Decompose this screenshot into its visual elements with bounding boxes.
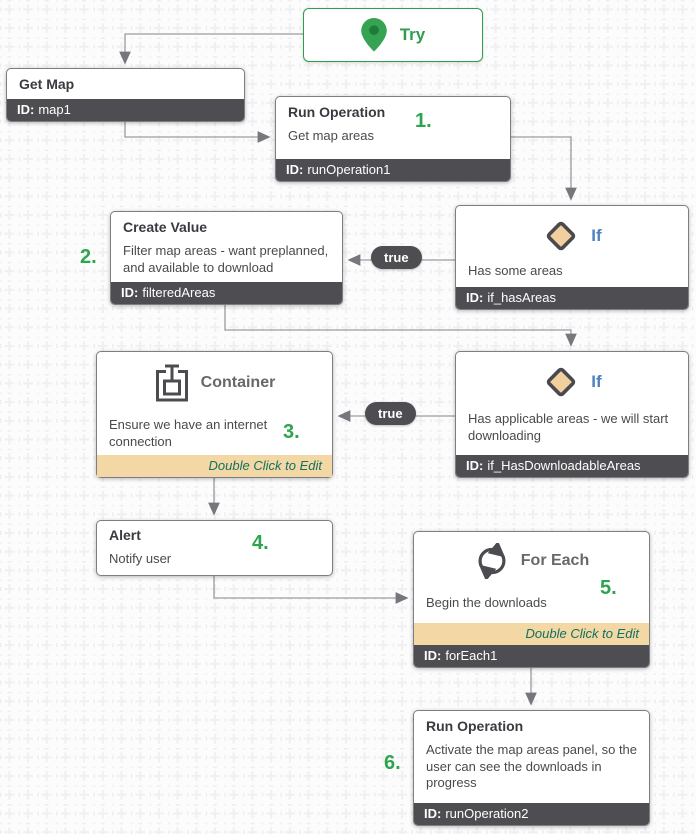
step-number-2: 2. [80, 246, 97, 268]
node-description: Has applicable areas - we will start dow… [468, 411, 669, 443]
step-number-6: 6. [384, 752, 401, 774]
id-value: runOperation1 [307, 162, 391, 177]
edge-alert-foreach [213, 576, 409, 604]
container-icon [154, 363, 190, 403]
node-create-value[interactable]: Create Value Filter map areas - want pre… [110, 211, 343, 305]
id-prefix: ID: [466, 458, 484, 473]
id-prefix: ID: [17, 102, 35, 117]
edge-label-true-2: true [365, 402, 416, 425]
node-description: Filter map areas - want preplanned, and … [123, 243, 329, 275]
node-id-footer: ID:runOperation1 [276, 159, 510, 181]
id-value: filteredAreas [142, 285, 216, 300]
edge-runop1-if1 [511, 136, 577, 201]
node-title: Container [200, 374, 276, 391]
node-id-footer: ID:runOperation2 [414, 803, 649, 825]
node-id-footer: ID:forEach1 [414, 645, 649, 667]
diamond-icon [542, 217, 580, 255]
double-click-hint[interactable]: Double Click to Edit [414, 623, 649, 645]
node-get-map[interactable]: Get Map ID:map1 [6, 68, 245, 122]
node-if-has-areas[interactable]: If Has some areas ID:if_hasAreas [455, 205, 689, 310]
node-run-operation-1[interactable]: Run Operation Get map areas ID:runOperat… [275, 96, 511, 182]
node-description: Begin the downloads [426, 595, 547, 610]
node-run-operation-2[interactable]: Run Operation Activate the map areas pan… [413, 710, 650, 826]
id-value: map1 [38, 102, 71, 117]
try-label: Try [399, 25, 426, 44]
node-title: Run Operation [426, 718, 524, 734]
node-id-footer: ID:if_HasDownloadableAreas [456, 455, 688, 477]
node-description: Activate the map areas panel, so the use… [426, 742, 638, 791]
loop-icon [474, 543, 510, 579]
node-alert[interactable]: Alert Notify user [96, 520, 333, 576]
node-description: Ensure we have an internet connection [109, 417, 268, 449]
node-title: Create Value [123, 219, 208, 235]
node-description: Get map areas [288, 128, 374, 143]
edge-createvalue-if2 [224, 305, 577, 347]
node-title: Alert [109, 527, 141, 543]
node-id-footer: ID:filteredAreas [111, 282, 342, 304]
id-value: if_hasAreas [487, 290, 556, 305]
node-id-footer: ID:map1 [7, 99, 244, 121]
node-try[interactable]: Try [303, 8, 483, 62]
node-container[interactable]: Container Ensure we have an internet con… [96, 351, 333, 478]
pin-icon [360, 18, 387, 52]
node-if-has-downloadable-areas[interactable]: If Has applicable areas - we will start … [455, 351, 689, 478]
step-number-5: 5. [600, 577, 617, 599]
edge-label-true-1: true [371, 246, 422, 269]
id-prefix: ID: [121, 285, 139, 300]
node-title: For Each [520, 552, 590, 569]
id-value: forEach1 [445, 648, 498, 663]
node-description: Notify user [109, 551, 172, 566]
node-title: Get Map [19, 76, 75, 92]
edge-getmap-runop1 [124, 122, 271, 143]
node-title: If [591, 372, 602, 391]
id-prefix: ID: [466, 290, 484, 305]
edge-try-getmap [119, 33, 303, 65]
id-prefix: ID: [286, 162, 304, 177]
step-number-3: 3. [283, 421, 300, 443]
double-click-hint[interactable]: Double Click to Edit [97, 455, 332, 477]
id-value: if_HasDownloadableAreas [487, 458, 641, 473]
node-title: Run Operation [288, 104, 386, 120]
diamond-icon [542, 363, 580, 401]
node-for-each[interactable]: For Each Begin the downloads Double Clic… [413, 531, 650, 668]
id-prefix: ID: [424, 806, 442, 821]
id-prefix: ID: [424, 648, 442, 663]
id-value: runOperation2 [445, 806, 529, 821]
step-number-1: 1. [415, 110, 432, 132]
step-number-4: 4. [252, 532, 269, 554]
node-title: If [591, 226, 602, 245]
node-id-footer: ID:if_hasAreas [456, 287, 688, 309]
node-description: Has some areas [468, 263, 563, 278]
